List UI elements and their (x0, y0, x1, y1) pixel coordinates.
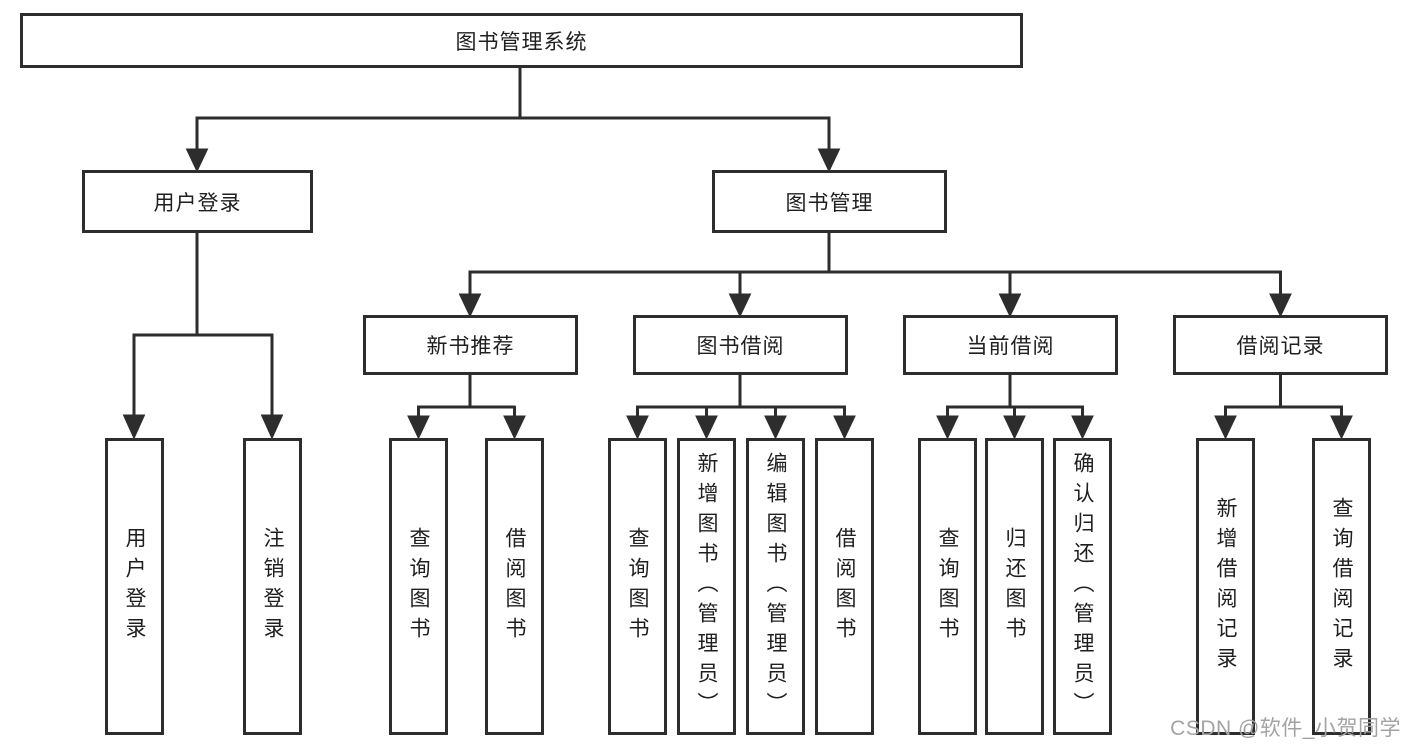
leaf-return-books: 归还图书 (985, 438, 1044, 735)
leaf-borrow-books: 借阅图书 (815, 438, 874, 735)
leaf-label: 注销登录 (261, 526, 285, 647)
leaf-user-login: 用户登录 (105, 438, 164, 735)
leaf-label: 借阅图书 (503, 526, 527, 647)
leaf-query-books-borrow: 查询图书 (608, 438, 667, 735)
connector-rec4-to-leaves (1214, 375, 1353, 440)
leaf-label: 归还图书 (1003, 526, 1027, 647)
leaf-label: 借阅图书 (833, 526, 857, 647)
leaf-label: 查询图书 (936, 526, 960, 647)
leaf-add-books-admin: 新增图书（管理员） (677, 438, 736, 735)
node-book-management: 图书管理 (712, 170, 947, 233)
node-current-borrow: 当前借阅 (903, 315, 1118, 375)
leaf-query-borrow-record: 查询借阅记录 (1312, 438, 1371, 735)
connector-rec3-to-leaves (936, 375, 1094, 440)
leaf-label: 确认归还（管理员） (1071, 451, 1095, 722)
leaf-label: 查询图书 (407, 526, 431, 647)
leaf-label: 新增图书（管理员） (695, 451, 719, 722)
leaf-label: 编辑图书（管理员） (764, 451, 788, 722)
watermark: CSDN @软件_小贺同学 (1170, 717, 1401, 740)
node-user-login: 用户登录 (82, 170, 313, 233)
leaf-label: 用户登录 (123, 526, 147, 647)
leaf-add-borrow-record: 新增借阅记录 (1196, 438, 1255, 735)
node-new-book-recommend: 新书推荐 (363, 315, 578, 375)
leaf-query-books-recommend: 查询图书 (389, 438, 448, 735)
leaf-label: 新增借阅记录 (1214, 496, 1238, 677)
leaf-borrow-books-recommend: 借阅图书 (485, 438, 544, 735)
leaf-label: 查询借阅记录 (1330, 496, 1354, 677)
connector-mgmt-to-level3 (458, 233, 1292, 318)
connector-root-to-level2 (185, 68, 841, 173)
leaf-label: 查询图书 (626, 526, 650, 647)
leaf-edit-books-admin: 编辑图书（管理员） (746, 438, 805, 735)
leaf-query-books-current: 查询图书 (918, 438, 977, 735)
node-book-borrow: 图书借阅 (633, 315, 848, 375)
connector-rec2-to-leaves (626, 375, 856, 440)
connector-rec1-to-leaves (407, 375, 526, 440)
leaf-logout: 注销登录 (243, 438, 302, 735)
node-root: 图书管理系统 (20, 13, 1023, 68)
leaf-confirm-return-admin: 确认归还（管理员） (1053, 438, 1112, 735)
node-borrow-records: 借阅记录 (1173, 315, 1388, 375)
connector-login-to-leaves (122, 233, 284, 440)
